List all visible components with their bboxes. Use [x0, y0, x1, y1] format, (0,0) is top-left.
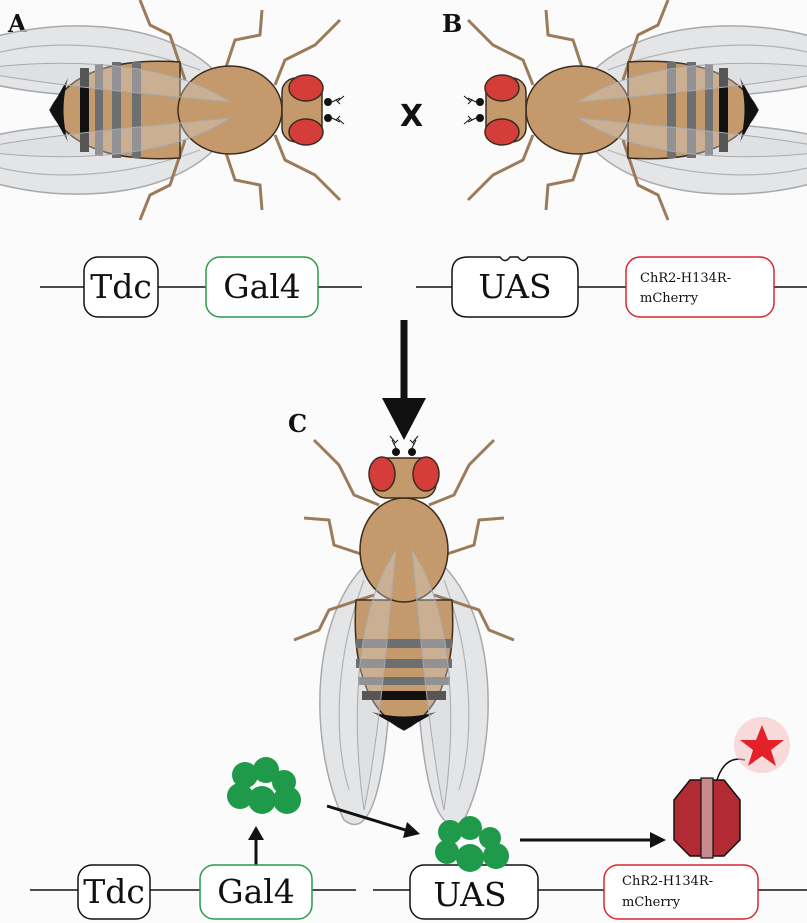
gal4-protein-free	[227, 757, 301, 814]
gal4-label: Gal4	[223, 267, 301, 306]
uas-label-bottom: UAS	[433, 875, 506, 914]
binding-arrow	[327, 806, 420, 838]
tdc-label: Tdc	[90, 267, 152, 306]
gal4-protein-bound	[435, 816, 509, 872]
chr2-box	[626, 257, 774, 317]
activation-arrow	[520, 832, 666, 848]
chr2-channel	[674, 759, 745, 858]
panel-label-c: C	[288, 409, 307, 438]
fly-b	[464, 0, 807, 220]
fly-a	[0, 0, 344, 220]
gal4-label-bottom: Gal4	[217, 872, 295, 911]
cross-result-arrow	[382, 320, 426, 440]
construct-tdc-gal4-bottom: Tdc Gal4	[30, 865, 356, 919]
construct-tdc-gal4-top: Tdc Gal4	[40, 257, 362, 317]
uas-label: UAS	[478, 267, 551, 306]
chr2-label-bottom-line2: mCherry	[622, 895, 681, 910]
mcherry-star-icon	[734, 717, 790, 773]
panel-label-b: B	[442, 9, 462, 38]
tdc-label-bottom: Tdc	[83, 872, 145, 911]
chr2-label-line1: ChR2-H134R-	[640, 271, 731, 286]
cross-symbol: X	[400, 99, 423, 134]
fly-c	[294, 436, 514, 824]
chr2-label-line2: mCherry	[640, 291, 699, 306]
construct-uas-chr2-bottom: UAS ChR2-H134R- mCherry	[373, 816, 807, 919]
construct-uas-chr2-top: UAS ChR2-H134R- mCherry	[416, 257, 807, 317]
expression-arrow	[248, 826, 264, 866]
chr2-label-bottom-line1: ChR2-H134R-	[622, 874, 713, 889]
